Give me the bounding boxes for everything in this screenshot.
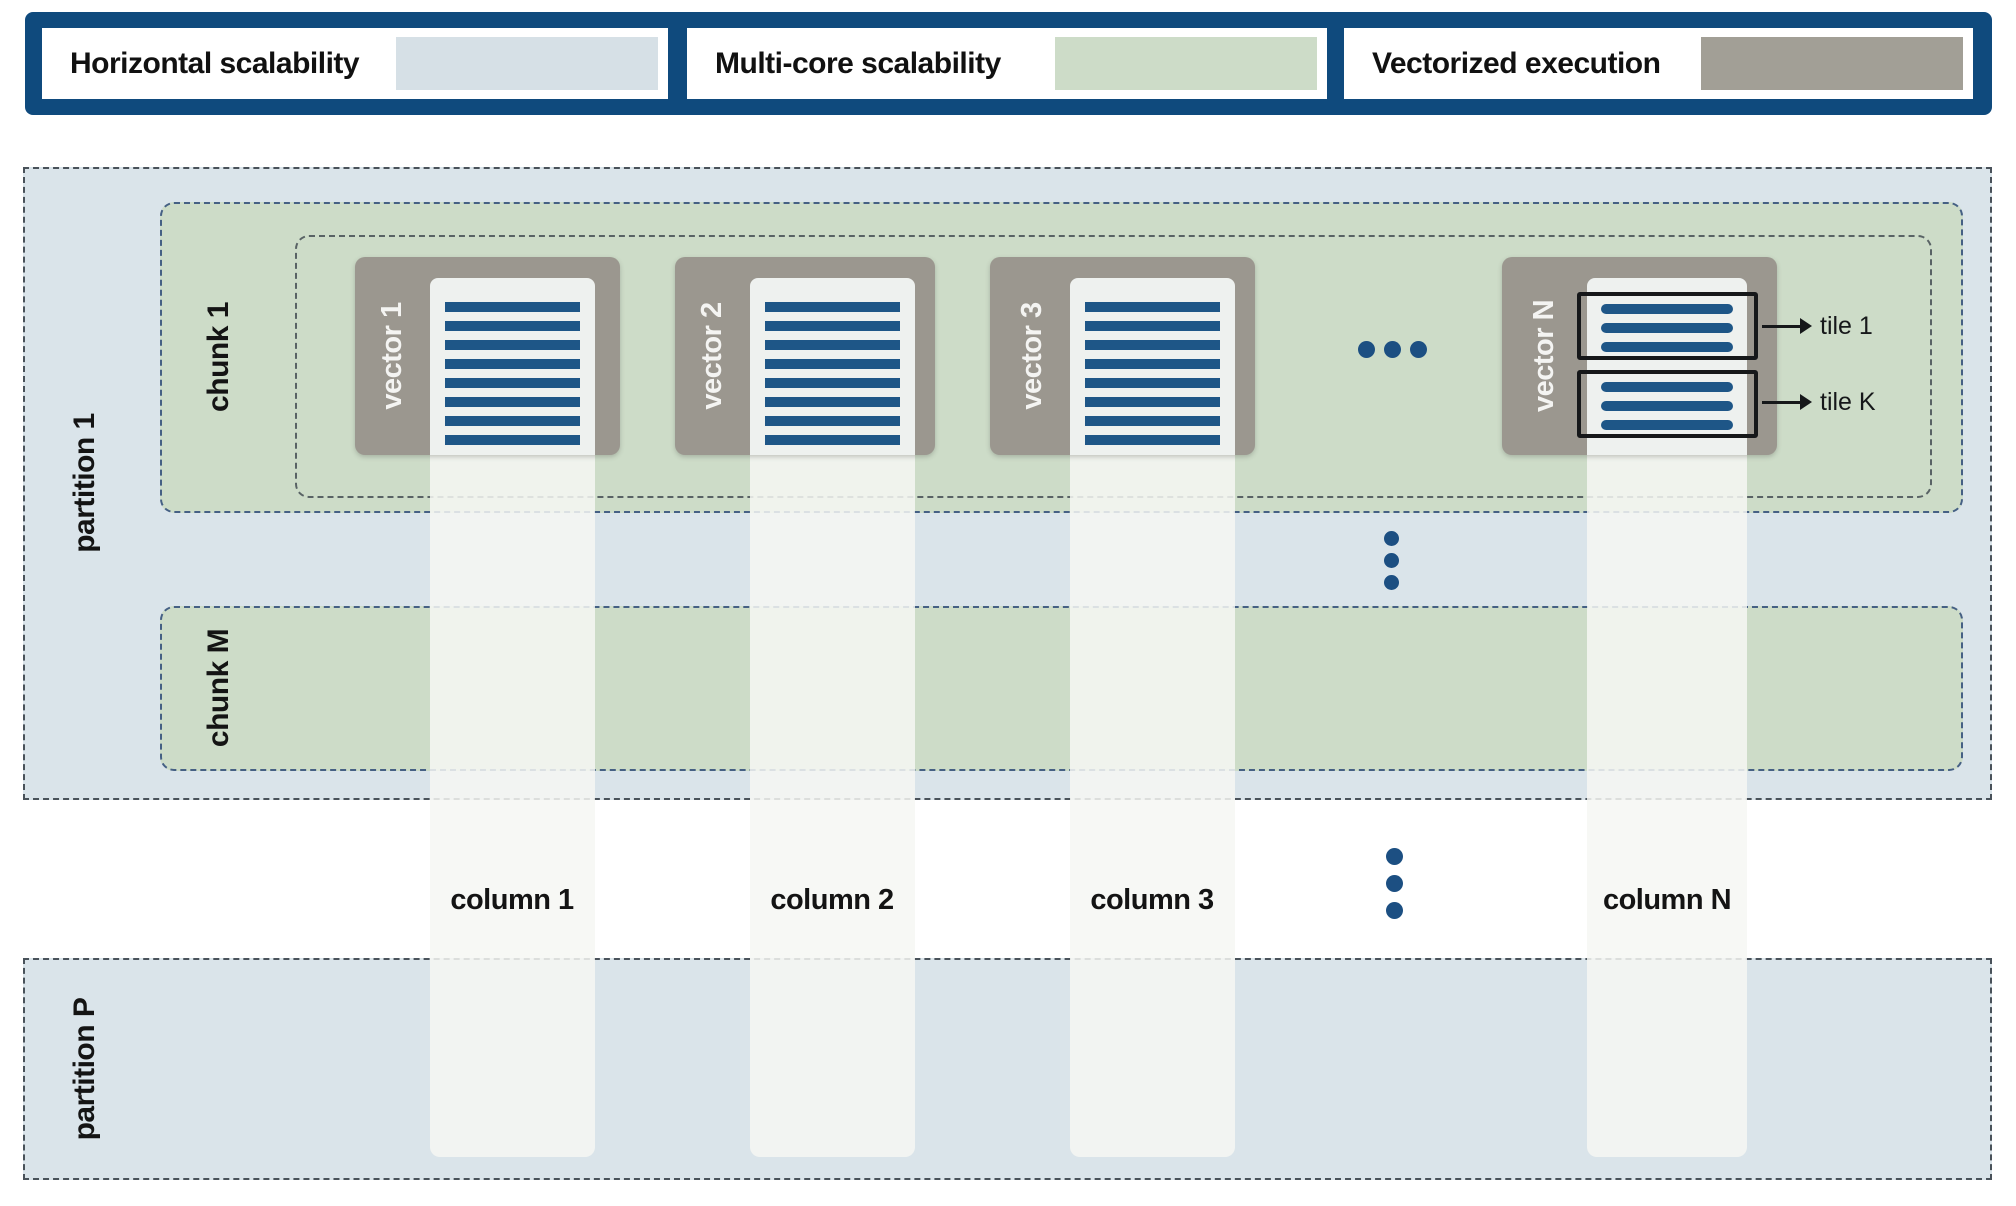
- legend-swatch-horizontal: [396, 37, 658, 90]
- column-n-label: column N: [1602, 884, 1732, 916]
- tile-1-arrow-head-icon: [1800, 318, 1812, 334]
- tile-k-arrow: [1762, 401, 1802, 404]
- legend-label: Multi-core scalability: [715, 46, 1001, 80]
- data-row-bar: [1601, 401, 1733, 411]
- legend-swatch-vectorized: [1701, 37, 1963, 90]
- legend-item-horizontal-scalability: Horizontal scalability: [42, 28, 668, 99]
- chunk-1-label: chunk 1: [202, 302, 235, 412]
- data-row-bar: [1601, 382, 1733, 392]
- column-1-label: column 1: [450, 884, 574, 916]
- data-row-bar: [1601, 420, 1733, 430]
- legend-item-vectorized-execution: Vectorized execution: [1344, 28, 1973, 99]
- legend: Horizontal scalability Multi-core scalab…: [25, 12, 1992, 115]
- tile-k-arrow-head-icon: [1800, 394, 1812, 410]
- tile-1-label: tile 1: [1820, 312, 1873, 340]
- vector-2-label: vector 2: [695, 302, 728, 410]
- tile-1-frame: [1577, 292, 1758, 360]
- data-row-bar: [1601, 323, 1733, 333]
- vector-3-label: vector 3: [1015, 302, 1048, 410]
- vector-1-label: vector 1: [375, 302, 408, 410]
- data-row-bar: [1601, 304, 1733, 314]
- tile-k-frame: [1577, 370, 1758, 438]
- partition-p-label: partition P: [68, 997, 101, 1141]
- vector-n-label: vector N: [1527, 299, 1560, 413]
- legend-swatch-multicore: [1055, 37, 1317, 90]
- vector-1-data-rows: [445, 302, 580, 445]
- tile-1-data-rows: [1601, 304, 1733, 352]
- tile-1-arrow: [1762, 325, 1802, 328]
- data-row-bar: [1601, 342, 1733, 352]
- legend-label: Vectorized execution: [1372, 46, 1661, 80]
- column-3-label: column 3: [1090, 884, 1214, 916]
- column-2-label: column 2: [770, 884, 894, 916]
- vector-3-data-rows: [1085, 302, 1220, 445]
- tile-k-label: tile K: [1820, 388, 1876, 416]
- vector-2-data-rows: [765, 302, 900, 445]
- tile-k-data-rows: [1601, 382, 1733, 430]
- chunk-m-label: chunk M: [202, 628, 235, 748]
- legend-label: Horizontal scalability: [70, 46, 360, 80]
- legend-item-multicore-scalability: Multi-core scalability: [687, 28, 1327, 99]
- partition-1-label: partition 1: [68, 413, 101, 553]
